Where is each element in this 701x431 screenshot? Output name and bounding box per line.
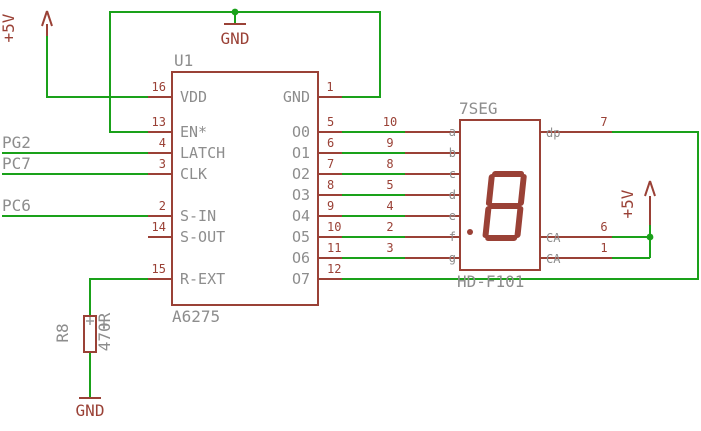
- u1-pad-5: 5: [327, 115, 334, 129]
- net-label-pc7: PC7: [2, 154, 31, 173]
- u1-pad-13: 13: [152, 115, 166, 129]
- display-pad-d: 5: [386, 178, 393, 192]
- u1-pad-16: 16: [152, 80, 166, 94]
- display-pin-name-g: g: [449, 251, 456, 265]
- display-left-pin-stubs: [405, 131, 460, 259]
- u1-pad-14: 14: [152, 220, 166, 234]
- u1-right-pin-stubs: [318, 96, 342, 280]
- r8-refdes: R8: [53, 323, 72, 342]
- junction-dot-right: [646, 233, 654, 241]
- display-right-pin-stubs: [540, 131, 612, 259]
- display-pad-a: 10: [383, 115, 397, 129]
- u1-pad-2: 2: [159, 199, 166, 213]
- display-pin-name-b: b: [449, 146, 456, 160]
- vcc-symbol-right: +5V: [618, 180, 656, 225]
- display-pin-name-ca2: CA: [546, 252, 561, 266]
- r8-value: 470R: [95, 312, 114, 351]
- u1-pin-name-latch: LATCH: [180, 144, 225, 162]
- u1-pin-name-o2: O2: [292, 165, 310, 183]
- junction-dot-top: [231, 8, 239, 16]
- display-pin-name-c: c: [449, 167, 456, 181]
- display-pin-name-e: e: [449, 209, 456, 223]
- u1-pad-10: 10: [327, 220, 341, 234]
- display-refdes: 7SEG: [459, 99, 498, 118]
- u1-pad-7: 7: [327, 157, 334, 171]
- net-label-pg2: PG2: [2, 133, 31, 152]
- u1-pad-6: 6: [327, 136, 334, 150]
- net-label-pc6: PC6: [2, 196, 31, 215]
- display-pad-ca2: 1: [600, 241, 607, 255]
- u1-value: A6275: [172, 307, 220, 326]
- u1-pin-name-o1: O1: [292, 144, 310, 162]
- u1-left-pin-stubs: [148, 96, 172, 280]
- gnd-symbol-top: GND: [221, 23, 250, 48]
- u1-pin-name-en: EN*: [180, 123, 207, 141]
- vcc-left-label: +5V: [0, 13, 18, 42]
- decimal-point-dot: [467, 229, 473, 235]
- display-value: HD-F101: [457, 272, 524, 291]
- vcc-arrow-icon: [41, 10, 53, 36]
- u1-pin-name-vdd: VDD: [180, 88, 207, 106]
- net-labels: PG2 PC7 PC6: [2, 133, 31, 215]
- display-pin-name-dp: dp: [546, 126, 560, 140]
- wire-vcc-to-vdd: [46, 36, 148, 98]
- u1-pad-9: 9: [327, 199, 334, 213]
- r8-value-cross: [100, 321, 108, 329]
- r8-body: [83, 315, 97, 353]
- display-pin-name-f: f: [449, 230, 456, 244]
- component-7seg: 7SEG HD-F101 a b c d e f g 10 9 8 5 4 2 …: [383, 99, 612, 291]
- wire-rext-to-resistor: [89, 278, 148, 316]
- u1-pin-name-o7: O7: [292, 270, 310, 288]
- u1-pin-name-o3: O3: [292, 186, 310, 204]
- digit-segments: [482, 171, 527, 241]
- display-pin-name-d: d: [449, 188, 456, 202]
- component-u1: U1 A6275 VDD EN* LATCH CLK S-IN S-OUT R-…: [148, 51, 342, 326]
- wire-en-gnd-loop: [109, 11, 381, 133]
- vcc-right-label: +5V: [618, 189, 637, 218]
- display-pad-b: 9: [386, 136, 393, 150]
- display-pad-g: 3: [386, 241, 393, 255]
- u1-pin-name-clk: CLK: [180, 165, 207, 183]
- u1-pin-name-gnd: GND: [283, 88, 310, 106]
- component-r8: R8 470R: [53, 312, 114, 353]
- u1-pad-11: 11: [327, 241, 341, 255]
- display-pad-e: 4: [386, 199, 393, 213]
- u1-pin-name-sin: S-IN: [180, 207, 216, 225]
- u1-pad-3: 3: [159, 157, 166, 171]
- u1-pad-12: 12: [327, 262, 341, 276]
- u1-pin-name-rext: R-EXT: [180, 270, 225, 288]
- display-body: [459, 119, 541, 271]
- u1-refdes: U1: [174, 51, 193, 70]
- gnd-top-label: GND: [221, 29, 250, 48]
- u1-pad-8: 8: [327, 178, 334, 192]
- u1-body: [171, 71, 319, 306]
- u1-pin-name-sout: S-OUT: [180, 228, 225, 246]
- wire-o7-dp: [342, 131, 699, 280]
- r8-origin-cross: [86, 317, 94, 325]
- vcc-symbol-left: +5V: [0, 10, 53, 42]
- display-pin-name-ca1: CA: [546, 231, 561, 245]
- u1-pin-name-o4: O4: [292, 207, 310, 225]
- display-pad-f: 2: [386, 220, 393, 234]
- display-pad-c: 8: [386, 157, 393, 171]
- u1-pin-name-o0: O0: [292, 123, 310, 141]
- u1-pad-4: 4: [159, 136, 166, 150]
- display-pin-name-a: a: [449, 125, 456, 139]
- nets-wires: [2, 8, 699, 398]
- u1-pad-1: 1: [326, 80, 333, 94]
- u1-pin-name-o6: O6: [292, 249, 310, 267]
- vcc-arrow-icon: [644, 180, 656, 225]
- display-pad-ca1: 6: [600, 220, 607, 234]
- u1-pin-name-o5: O5: [292, 228, 310, 246]
- gnd-symbol-bottom: GND: [76, 397, 105, 420]
- u1-pad-15: 15: [152, 262, 166, 276]
- gnd-bottom-label: GND: [76, 401, 105, 420]
- display-pad-dp: 7: [600, 115, 607, 129]
- seven-segment-digit: [482, 171, 527, 241]
